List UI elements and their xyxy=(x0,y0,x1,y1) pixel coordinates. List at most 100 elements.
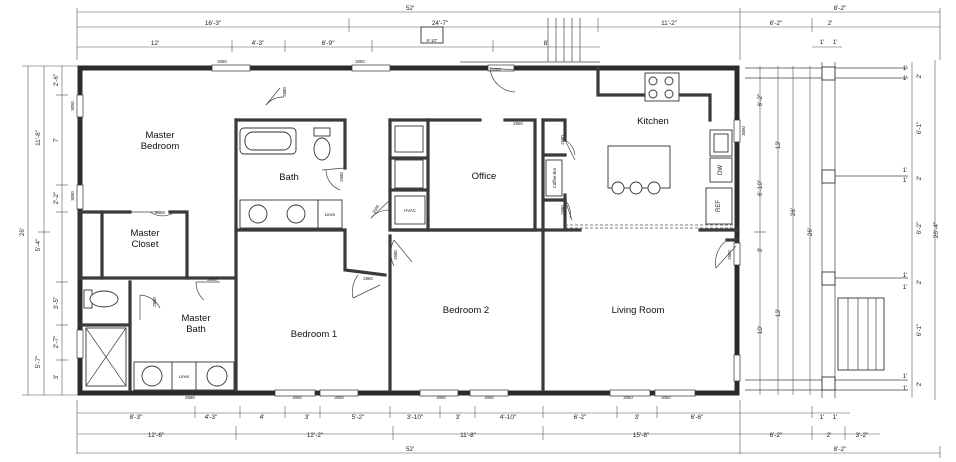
code-door-7: 2860 xyxy=(152,297,157,307)
stool-1 xyxy=(611,181,625,195)
dim-top-e: 2' xyxy=(828,20,833,27)
code-win-1: 3050 xyxy=(217,59,227,64)
dim-right-b: 13' xyxy=(775,141,782,149)
dim-left-b: 11'-8" xyxy=(35,130,42,146)
left-dimensions: 26' 11'-8" 5'-4" 5'-7" 2'-6" 7' 2'-2" 3'… xyxy=(19,65,80,396)
dim-bot-m: 1' xyxy=(833,414,838,421)
dim-bot-f: 3'-10" xyxy=(407,414,423,421)
dim-right-m: 1' xyxy=(903,167,908,174)
code-door-6: 2860 xyxy=(207,277,217,282)
dim-right-s: 2' xyxy=(916,280,923,285)
label-living-room: Living Room xyxy=(612,305,665,316)
burner-4 xyxy=(664,89,674,99)
dim-right-p: 6'-2" xyxy=(916,222,923,235)
dim-top-g: 4'-3" xyxy=(252,40,265,47)
bath-fixtures: Linen xyxy=(239,127,343,229)
dim-right-a: 6'-2" xyxy=(757,94,764,107)
label-bath: Bath xyxy=(279,172,299,183)
hvac-label: HVAC xyxy=(404,208,416,213)
master-bath-fixtures: Linen xyxy=(83,289,235,391)
dim-right-v: 1' xyxy=(903,385,908,392)
dim-bot-a: 8'-3" xyxy=(130,414,143,421)
dw-label: DW xyxy=(718,165,724,175)
dim-right-overall: 26'-4" xyxy=(933,222,940,238)
dim-right-o: 2' xyxy=(916,176,923,181)
dim-bot-k: 6'-6" xyxy=(691,414,704,421)
code-win-6: 3050 xyxy=(292,395,302,400)
chimney-box xyxy=(420,26,444,44)
label-kitchen: Kitchen xyxy=(637,116,669,127)
dim-top-i: 9'-10" xyxy=(427,38,438,43)
dim-bot-n: 12'-6" xyxy=(148,432,164,439)
dim-right-l: 6'-1" xyxy=(916,122,923,135)
code-win-5: 2680 xyxy=(185,395,195,400)
dim-left-f: 3'-5" xyxy=(53,297,60,310)
label-bedroom-2: Bedroom 2 xyxy=(443,305,489,316)
code-door-5: 2680 xyxy=(393,250,398,260)
dim-top-f: 12' xyxy=(151,40,159,47)
dishwasher xyxy=(709,157,733,183)
dim-right-u: 1' xyxy=(903,373,908,380)
kitchen-boundary xyxy=(565,224,735,229)
code-win-10: 3050 xyxy=(623,395,633,400)
dim-left-d: 2'-2" xyxy=(53,192,60,205)
sink-2 xyxy=(286,204,306,224)
dim-right-e: 13' xyxy=(775,309,782,317)
dim-top-d: 6'-2" xyxy=(770,20,783,27)
dim-bot-o: 12'-2" xyxy=(307,432,323,439)
code-door-1: 2680 xyxy=(282,87,287,97)
code-door-9: 2660 xyxy=(513,121,523,126)
office-cabinet-1 xyxy=(394,125,424,153)
bathtub-inner xyxy=(244,131,292,151)
dim-top-c: 11'-2" xyxy=(661,20,677,27)
dim-right-d: 3' xyxy=(757,248,764,253)
exterior-walls xyxy=(77,65,740,396)
code-door-2: 2680 xyxy=(339,172,344,182)
right-dimensions: 6'-2" 6'-10" 3' 10' 13' 13' 26' 26' 26'-… xyxy=(754,60,940,400)
linen-label-2: Linen xyxy=(179,374,190,379)
label-master-bath-2: Bath xyxy=(186,324,206,335)
door-codes: 2680 2680 2680 2860 2680 2860 2860 2868 … xyxy=(152,87,732,307)
dim-bot-d: 3' xyxy=(305,414,310,421)
dim-left-e: 5'-4" xyxy=(35,239,42,252)
mb-linen xyxy=(171,361,197,391)
dim-bot-r: 6'-2" xyxy=(770,432,783,439)
code-door-front: 5068 xyxy=(491,67,501,72)
dim-right-c: 6'-10" xyxy=(757,180,764,196)
code-win-4: 3050 xyxy=(70,191,75,201)
code-door-4: 2860 xyxy=(363,276,373,281)
dim-left-i: 3' xyxy=(53,375,60,380)
dim-right-i: 1' xyxy=(903,65,908,72)
top-steps xyxy=(460,18,600,63)
dim-bot-j: 3' xyxy=(635,414,640,421)
dim-left-h: 5'-7" xyxy=(35,356,42,369)
dim-top-j: 8' xyxy=(544,40,549,47)
linen-label-1: Linen xyxy=(325,212,336,217)
dim-bot-p: 11'-8" xyxy=(460,432,476,439)
refrigerator xyxy=(705,187,733,225)
dim-right-j: 1' xyxy=(903,75,908,82)
dim-right-h: 26' xyxy=(807,228,814,236)
dim-bot-overall: 52' xyxy=(406,446,414,453)
windows xyxy=(76,64,741,397)
code-win-3: 3050 xyxy=(70,101,75,111)
dim-bot-l: 1' xyxy=(820,414,825,421)
dim-right-n: 1' xyxy=(903,177,908,184)
label-master-closet-1: Master xyxy=(130,228,159,239)
coffee-bar-label: Coffee Bar xyxy=(552,167,557,188)
dim-bot-e: 5'-2" xyxy=(352,414,365,421)
dim-left-a: 2'-6" xyxy=(53,74,60,87)
doors xyxy=(130,67,737,320)
interior-walls xyxy=(78,66,739,392)
coffee-bar xyxy=(545,159,563,197)
porch-post-3 xyxy=(821,271,836,286)
dim-bot-h: 4'-10" xyxy=(500,414,516,421)
dim-bot-s: 2' xyxy=(827,432,832,439)
stool-3 xyxy=(647,181,661,195)
sink-1 xyxy=(248,204,268,224)
label-master-bedroom-2: Bedroom xyxy=(141,141,180,152)
toilet-bowl xyxy=(313,137,331,161)
mb-sink-1 xyxy=(141,365,163,387)
code-win-8: 3050 xyxy=(436,395,446,400)
dim-top-h: 6'-9" xyxy=(322,40,335,47)
